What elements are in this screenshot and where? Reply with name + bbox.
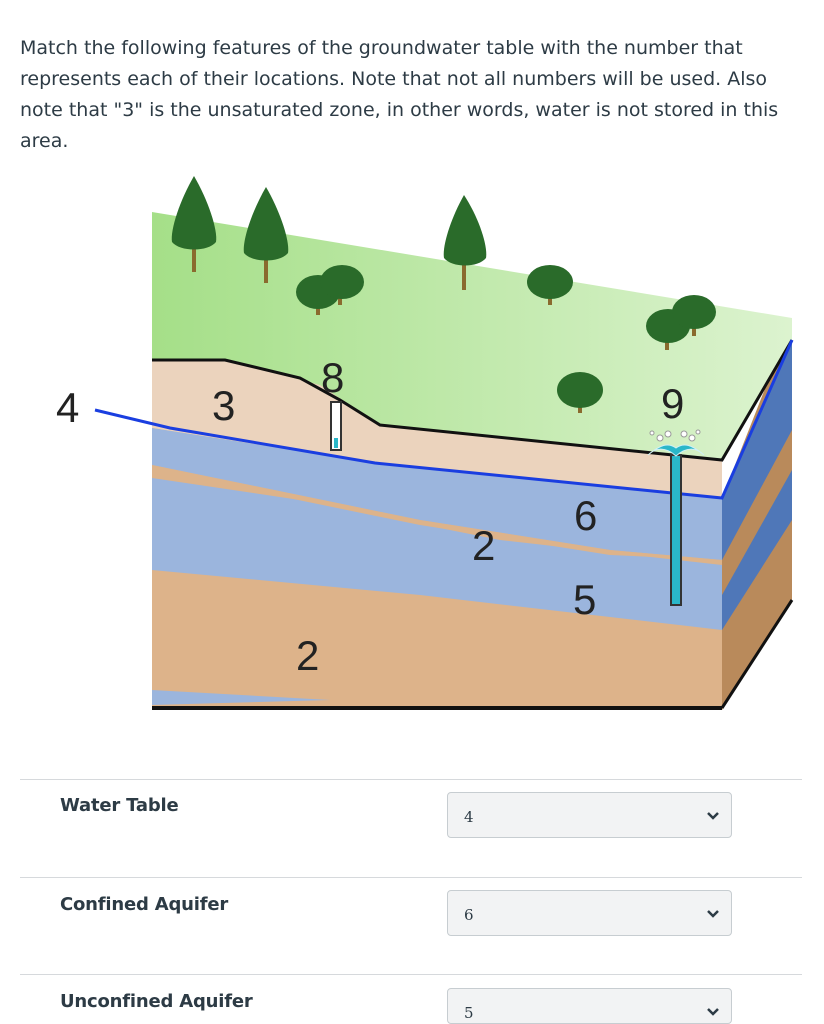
- upper-aquifer: [152, 428, 722, 560]
- tree-icon: [527, 265, 573, 305]
- divider: [20, 974, 802, 975]
- middle-aquifer-lower: [152, 470, 722, 630]
- confined-aquifer-select[interactable]: 6: [447, 890, 732, 936]
- question-text: Match the following features of the grou…: [20, 37, 779, 152]
- label-2-upper: 2: [472, 522, 495, 569]
- match-label-water-table: Water Table: [60, 795, 179, 816]
- tree-icon: [243, 187, 289, 283]
- label-3: 3: [212, 382, 235, 429]
- label-9: 9: [661, 380, 684, 427]
- ground-surface-line: [152, 339, 794, 462]
- match-label-unconfined-aquifer: Unconfined Aquifer: [60, 991, 253, 1012]
- label-8: 8: [321, 354, 344, 401]
- unconfined-aquifer-select[interactable]: 5: [447, 988, 732, 1024]
- chevron-down-icon: [707, 812, 719, 820]
- label-6: 6: [574, 492, 597, 539]
- aquitard-band: [152, 465, 722, 565]
- label-4: 4: [56, 384, 79, 431]
- water-table-line: [94, 339, 794, 500]
- grass-surface: [152, 212, 792, 460]
- well-8-water: [334, 438, 338, 448]
- select-value: 5: [464, 1004, 474, 1022]
- chevron-down-icon: [707, 910, 719, 918]
- select-value: 6: [464, 906, 474, 924]
- bottom-aquifer: [152, 690, 330, 705]
- side-face-aquifer-lower: [722, 470, 792, 630]
- groundwater-diagram: 4 3 8 9 6 2 5 2: [56, 176, 794, 710]
- label-5: 5: [573, 576, 596, 623]
- divider: [20, 779, 802, 780]
- tree-icon: [646, 295, 716, 350]
- tree-icon: [296, 265, 364, 315]
- divider: [20, 877, 802, 878]
- water-table-select[interactable]: 4: [447, 792, 732, 838]
- unsaturated-zone: [152, 360, 722, 500]
- side-face-aquifer-upper: [722, 340, 792, 560]
- well-9: [670, 454, 682, 606]
- tree-icon: [443, 195, 487, 290]
- fountain-icon: [647, 429, 705, 457]
- chevron-down-icon: [707, 1008, 719, 1016]
- label-2-lower: 2: [296, 632, 319, 679]
- select-value: 4: [464, 808, 474, 826]
- block-corner-line: [720, 599, 794, 709]
- tree-icon: [557, 372, 603, 413]
- well-8: [330, 401, 342, 451]
- match-label-confined-aquifer: Confined Aquifer: [60, 894, 229, 915]
- tree-icon: [171, 176, 217, 272]
